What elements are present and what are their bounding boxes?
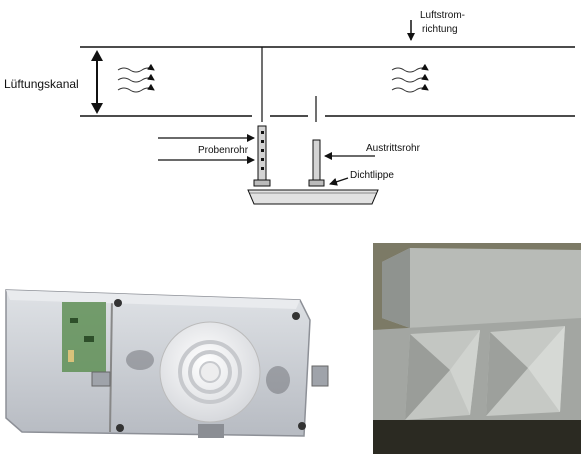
exhaust-pipe-collar [308,179,325,187]
exhaust-pipe [312,139,321,183]
airflow-label-line2: richtung [422,24,458,35]
sample-pipe-collar [253,179,271,187]
sample-pipe-label: Probenrohr [198,145,249,156]
airflow-waves-left [117,63,155,93]
sample-pipe-holes [261,131,264,170]
exhaust-pipe-label: Austrittsrohr [366,143,421,154]
airflow-label-line1: Luftstrom- [420,10,465,21]
detector-housing-photo [5,289,329,438]
detector-base-plate [247,189,379,205]
ventilation-duct-photo [373,243,581,454]
airflow-waves-right [391,63,429,93]
sample-pipe [257,125,267,183]
seal-pointer-arrow [329,177,349,186]
duct-label: Lüftungskanal [4,77,79,91]
seal-label: Dichtlippe [350,170,394,181]
